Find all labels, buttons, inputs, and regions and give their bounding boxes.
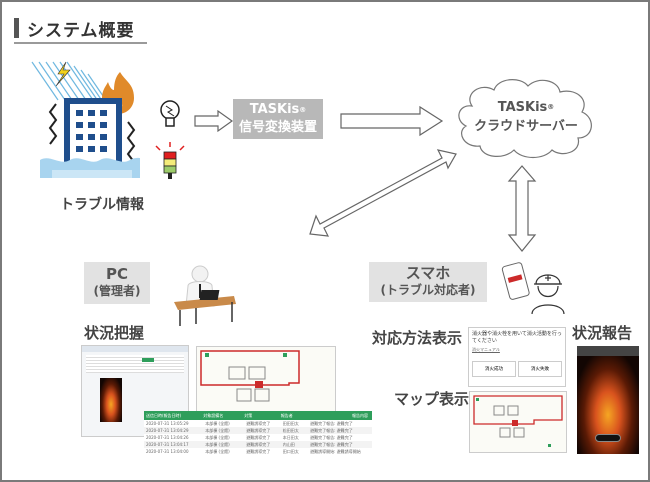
table-cell: 避難完了報告: 避難完了 bbox=[310, 434, 353, 440]
lightning-icon bbox=[55, 61, 71, 87]
table-cell: 田口田太 bbox=[282, 448, 299, 454]
pc-role: (管理者) bbox=[93, 284, 141, 298]
table-cell: 内山田 bbox=[282, 441, 295, 447]
extinguish-failure-button[interactable]: 消火失敗 bbox=[518, 361, 562, 377]
vibration-icon-right bbox=[126, 121, 136, 163]
col-header: 対策 bbox=[244, 412, 253, 418]
table-cell: 田田田太 bbox=[282, 420, 299, 426]
smartphone-title: スマホ bbox=[405, 264, 451, 282]
col-header: 対象設備名 bbox=[203, 412, 224, 418]
pc-map-drawing bbox=[200, 350, 300, 402]
phone-map-drawing bbox=[473, 395, 563, 447]
smartphone-icon bbox=[501, 262, 530, 300]
table-cell: 松田田太 bbox=[282, 427, 299, 433]
table-row: 2020-07-31 13:05:29 本部棟 (全館) 避難誘導完了 田田田太 避難完… bbox=[144, 420, 372, 427]
arrow-cloud-smartphone bbox=[507, 165, 537, 252]
table-cell: 避難完了報告: 避難完了 bbox=[310, 441, 353, 447]
table-cell: 本部棟 (全館) bbox=[205, 420, 230, 426]
instruction-text: 消火器や消火栓を用いて消火活動を行ってください bbox=[472, 331, 562, 344]
converter-reg-mark: ® bbox=[299, 106, 307, 114]
table-cell: 本部棟 (全館) bbox=[205, 434, 230, 440]
pc-feature-label: 状況把握 bbox=[84, 324, 145, 342]
table-cell: 避難誘導完了 bbox=[246, 427, 271, 433]
table-cell: 本日田太 bbox=[282, 434, 299, 440]
table-cell: 2020-07-31 13:04:17 bbox=[146, 442, 189, 447]
table-row: 2020-07-31 13:04:17 本部棟 (全館) 避難誘導完了 内山田 避難完了… bbox=[144, 441, 372, 448]
pc-window-button bbox=[142, 358, 154, 362]
phone-report-screen bbox=[577, 346, 639, 454]
table-cell: 避難誘導開始: 避難誘導開始 bbox=[310, 448, 361, 454]
table-cell: 2020-07-31 13:04:00 bbox=[146, 449, 189, 454]
cloud-label: TASKis® クラウドサーバー bbox=[462, 98, 590, 136]
table-cell: 避難誘導完了 bbox=[246, 441, 271, 447]
cloud-brand: TASKis® bbox=[462, 98, 590, 117]
col-header: 報告内容 bbox=[351, 412, 368, 418]
converter-box: TASKis® 信号変換装置 bbox=[233, 99, 323, 139]
pc-report-screen bbox=[81, 345, 189, 437]
pc-window-fields bbox=[86, 355, 184, 373]
title-marker bbox=[14, 18, 19, 38]
trouble-info-label: トラブル情報 bbox=[60, 197, 144, 213]
map-display-label: マップ表示 bbox=[394, 390, 470, 408]
smartphone-box: スマホ (トラブル対応者) bbox=[369, 262, 487, 302]
pc-box: PC (管理者) bbox=[84, 262, 150, 304]
admin-person-icon bbox=[174, 265, 236, 326]
converter-name: 信号変換装置 bbox=[238, 120, 317, 135]
table-cell: 2020-07-31 13:04:29 bbox=[146, 428, 189, 433]
extinguish-success-button[interactable]: 消火成功 bbox=[472, 361, 516, 377]
arrow-to-cloud bbox=[340, 105, 444, 137]
phone-report-header bbox=[577, 346, 639, 356]
hardhat-worker-icon bbox=[531, 274, 565, 315]
pc-floor-map bbox=[196, 346, 336, 412]
arrow-cloud-pc bbox=[309, 149, 457, 237]
trouble-illustration bbox=[31, 61, 185, 179]
title-underline bbox=[14, 42, 147, 44]
vibration-icon bbox=[48, 103, 58, 145]
table-row: 2020-07-31 13:04:00 本部棟 (全館) 避難誘導完了 田口田太 避難誘… bbox=[144, 448, 372, 455]
table-cell: 避難完了報告: 避難完了 bbox=[310, 427, 353, 433]
table-cell: 本部棟 (全館) bbox=[205, 448, 230, 454]
table-cell: 2020-07-31 13:04:26 bbox=[146, 435, 189, 440]
table-cell: 避難誘導完了 bbox=[246, 420, 271, 426]
title-text: システム概要 bbox=[27, 20, 135, 41]
table-cell: 避難完了報告: 避難完了 bbox=[310, 420, 353, 426]
broken-bulb-icon bbox=[160, 100, 180, 127]
method-display-label: 対応方法表示 bbox=[372, 329, 463, 347]
cloud-brand-text: TASKis bbox=[497, 100, 548, 115]
page-title: システム概要 bbox=[14, 16, 135, 41]
signal-tower-icon bbox=[155, 142, 185, 179]
table-header: 送信日時(報告日時) 対象設備名 対策 報告者 報告内容 bbox=[144, 411, 372, 420]
building-icon bbox=[64, 98, 122, 170]
cloud-server-shape bbox=[458, 79, 592, 159]
pc-fire-photo bbox=[100, 378, 122, 422]
table-cell: 本部棟 (全館) bbox=[205, 427, 230, 433]
table-cell: 本部棟 (全館) bbox=[205, 441, 230, 447]
converter-brand: TASKis® bbox=[233, 101, 323, 119]
water-base bbox=[52, 170, 132, 178]
table-cell: 避難誘導完了 bbox=[246, 448, 271, 454]
responder-icon bbox=[501, 262, 565, 315]
arrow-to-converter bbox=[194, 109, 234, 133]
table-row: 2020-07-31 13:04:26 本部棟 (全館) 避難誘導完了 本日田太 避難完… bbox=[144, 434, 372, 441]
pc-title: PC bbox=[105, 265, 128, 283]
status-report-label: 状況報告 bbox=[572, 324, 633, 342]
col-header: 送信日時(報告日時) bbox=[146, 412, 182, 418]
cloud-reg-mark: ® bbox=[547, 103, 555, 111]
rain-icon bbox=[31, 61, 115, 113]
phone-floor-map bbox=[469, 391, 567, 453]
cloud-name: クラウドサーバー bbox=[474, 119, 578, 134]
converter-brand-text: TASKis bbox=[249, 102, 300, 117]
table-cell: 避難誘導完了 bbox=[246, 434, 271, 440]
table-row: 2020-07-31 13:04:29 本部棟 (全館) 避難誘導完了 松田田太 避難完… bbox=[144, 427, 372, 434]
instruction-card: 消火器や消火栓を用いて消火活動を行ってください 消火マニュアル 消火成功 消火失… bbox=[468, 327, 566, 387]
pc-history-table: 送信日時(報告日時) 対象設備名 対策 報告者 報告内容 2020-07-31 … bbox=[144, 411, 372, 455]
manual-link[interactable]: 消火マニュアル bbox=[472, 347, 500, 352]
table-cell: 2020-07-31 13:05:29 bbox=[146, 421, 189, 426]
phone-report-send-button[interactable] bbox=[595, 434, 621, 442]
col-header: 報告者 bbox=[280, 412, 293, 418]
smartphone-role: (トラブル対応者) bbox=[380, 283, 476, 297]
pc-window-header bbox=[82, 346, 188, 352]
